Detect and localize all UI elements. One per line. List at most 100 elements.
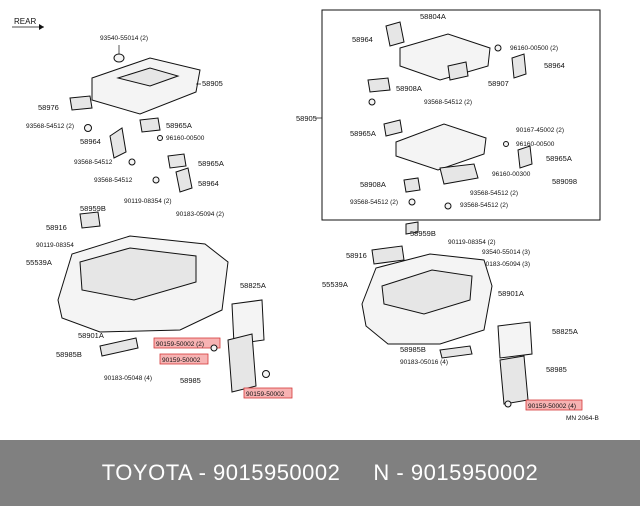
pad-58959B-left bbox=[79, 211, 101, 229]
label-55539A-left: 55539A bbox=[26, 258, 52, 267]
label-58916-right: 58916 bbox=[346, 251, 367, 260]
label-58965Ab-right: 58965A bbox=[546, 154, 572, 163]
bracket-58985-right bbox=[499, 355, 529, 405]
rear-label: REAR bbox=[14, 17, 36, 26]
bracket-589098-right bbox=[439, 163, 479, 185]
label-58964a-right: 58964 bbox=[352, 35, 373, 44]
box-58825A-left bbox=[231, 299, 265, 345]
parts-diagram: REAR 93540-55014 (2) 58905 58976 93568-5… bbox=[12, 9, 601, 422]
washer-96160-left bbox=[157, 135, 163, 141]
label-90119-right: 90119-08354 (2) bbox=[448, 239, 496, 246]
label-90119b-left: 90119-08354 bbox=[36, 242, 74, 249]
label-93568c-left: 93568-54512 bbox=[94, 177, 133, 184]
lid-58905-left bbox=[91, 57, 201, 115]
rear-arrow-icon bbox=[39, 24, 44, 30]
label-58976-left: 58976 bbox=[38, 103, 59, 112]
label-highlight-1: 90159-50002 (2) bbox=[156, 341, 204, 348]
label-96160c-right: 96160-00300 bbox=[492, 171, 531, 178]
label-96160b-right: 96160-00500 bbox=[516, 141, 555, 148]
bolt-90159c bbox=[504, 400, 512, 408]
label-58905-left: 58905 bbox=[202, 79, 223, 88]
screw-93540-left bbox=[113, 53, 125, 63]
label-58985B-left: 58985B bbox=[56, 350, 82, 359]
console-cavity-left bbox=[79, 247, 197, 301]
hinge-58908Ab-right bbox=[403, 177, 421, 193]
label-90183a-left: 90183-05094 (2) bbox=[176, 211, 224, 218]
arm-58964a-right bbox=[385, 21, 405, 47]
label-58825A-left: 58825A bbox=[240, 281, 266, 290]
label-58907: 58907 bbox=[488, 79, 509, 88]
label-90183b-right: 90183-05016 (4) bbox=[400, 359, 448, 366]
label-58908Ab-right: 58908A bbox=[360, 180, 386, 189]
pad-58959B-right bbox=[405, 221, 419, 235]
screw-93568c-left bbox=[152, 176, 160, 184]
part-number-footer: TOYOTA - 9015950002 N - 9015950002 bbox=[0, 440, 640, 506]
screw-93568d-right bbox=[444, 202, 452, 210]
highlight-box-4 bbox=[525, 399, 583, 411]
screw-93568a-left bbox=[84, 124, 92, 132]
label-58964b-left: 58964 bbox=[198, 179, 219, 188]
tray-58916-right bbox=[371, 245, 405, 265]
label-58965A-left: 58965A bbox=[166, 121, 192, 130]
diagram-code: MN 2064-B bbox=[566, 415, 599, 422]
hinge-58907 bbox=[447, 61, 469, 81]
label-589098-right: 589098 bbox=[552, 177, 577, 186]
label-58959B-right: 58959B bbox=[410, 229, 436, 238]
label-58959B-left: 58959B bbox=[80, 204, 106, 213]
label-90183a-right: 90183-05094 (3) bbox=[482, 261, 530, 268]
subassembly-frame bbox=[321, 9, 601, 221]
label-93568a-right: 93568-54512 (2) bbox=[424, 99, 472, 106]
label-93568b-left: 93568-54512 bbox=[74, 159, 113, 166]
label-93568d-right: 93568-54512 (2) bbox=[460, 202, 508, 209]
label-highlight-3: 90159-50002 bbox=[246, 391, 285, 398]
exploded-view-drawing: REAR 93540-55014 (2) 58905 58976 93568-5… bbox=[12, 9, 601, 422]
lid-recess-left bbox=[116, 67, 180, 87]
label-highlight-4: 90159-50002 (4) bbox=[528, 403, 576, 410]
arm-58965Ab-right bbox=[517, 145, 533, 169]
screw-93568c-right bbox=[408, 198, 416, 206]
label-58985-left: 58985 bbox=[180, 376, 201, 385]
label-58901A-right: 58901A bbox=[498, 289, 524, 298]
screw-93568a-right bbox=[368, 98, 376, 106]
highlight-box-3 bbox=[243, 387, 293, 399]
highlight-box-1 bbox=[153, 337, 221, 349]
strip-58985B-right bbox=[439, 345, 473, 359]
label-58985B-right: 58985B bbox=[400, 345, 426, 354]
label-58965Ab-left: 58965A bbox=[198, 159, 224, 168]
label-90167-right: 90167-45002 (2) bbox=[516, 127, 564, 134]
screw-93568b-left bbox=[128, 158, 136, 166]
label-58916-left: 58916 bbox=[46, 223, 67, 232]
arm-58964a-left bbox=[109, 127, 127, 159]
label-93568a-left: 93568-54512 (2) bbox=[26, 123, 74, 130]
strip-58985B-left bbox=[99, 337, 139, 357]
label-58825A-right: 58825A bbox=[552, 327, 578, 336]
arm-58964b-right bbox=[511, 53, 527, 79]
label-96160a-right: 96160-00500 (2) bbox=[510, 45, 558, 52]
label-58985-right: 58985 bbox=[546, 365, 567, 374]
hinge-58965A-left bbox=[139, 117, 161, 133]
bracket-58985-left bbox=[227, 333, 257, 393]
footer-text: TOYOTA - 9015950002 N - 9015950002 bbox=[101, 460, 539, 485]
box-58825A-right bbox=[497, 321, 533, 359]
bolt-90159b bbox=[262, 370, 270, 378]
highlight-box-2 bbox=[159, 353, 209, 365]
label-58908A-right: 58908A bbox=[396, 84, 422, 93]
washer-96160a-right bbox=[494, 44, 502, 52]
lid-58804A bbox=[399, 33, 491, 81]
label-58804A: 58804A bbox=[420, 12, 446, 21]
label-58965A-right: 58965A bbox=[350, 129, 376, 138]
hinge-58965Ab-left bbox=[167, 153, 187, 169]
label-highlight-2: 90159-50002 bbox=[162, 357, 201, 364]
label-58964b-right: 58964 bbox=[544, 61, 565, 70]
label-96160-left: 96160-00500 bbox=[166, 135, 205, 142]
console-cavity-right bbox=[381, 269, 473, 315]
label-93540-right: 93540-55014 (3) bbox=[482, 249, 530, 256]
arm-58964b-left bbox=[175, 167, 193, 193]
label-93540-left: 93540-55014 (2) bbox=[100, 35, 148, 42]
label-90183b-left: 90183-05048 (4) bbox=[104, 375, 152, 382]
label-58964a-left: 58964 bbox=[80, 137, 101, 146]
label-93568b-right: 93568-54512 (2) bbox=[470, 190, 518, 197]
washer-96160b-right bbox=[503, 141, 509, 147]
hinge-58965A-right bbox=[383, 119, 403, 137]
label-93568c-right: 93568-54512 (2) bbox=[350, 199, 398, 206]
